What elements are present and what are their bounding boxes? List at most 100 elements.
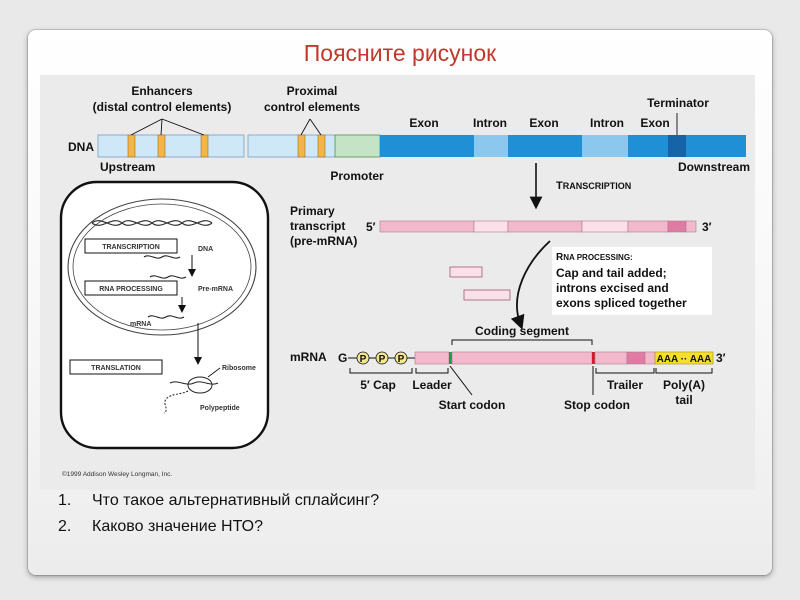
question-number: 2.	[58, 518, 72, 535]
enhancers-sublabel: (distal control elements)	[93, 100, 232, 114]
mrna-trailer-a	[594, 351, 628, 365]
exon-label-1: Exon	[409, 116, 438, 130]
processing-line-2: introns excised and	[556, 281, 669, 295]
transcription-label-rest: RANSCRIPTION	[563, 181, 632, 191]
gene-expression-figure: Enhancers (distal control elements) Prox…	[40, 75, 755, 490]
mrna-lower-brackets	[349, 365, 713, 396]
phosphate-2	[375, 351, 389, 365]
proximal-label: Proximal	[287, 84, 338, 98]
mrna-stop-codon	[592, 352, 595, 364]
enhancer-3	[200, 134, 209, 158]
downstream-label: Downstream	[678, 160, 750, 174]
questions-list: 1. Что такое альтернативный сплайсинг? 2.…	[58, 488, 379, 540]
leader-bracket	[415, 368, 449, 374]
question-item: 1. Что такое альтернативный сплайсинг?	[58, 488, 379, 514]
phosphate-label-1: P	[360, 354, 367, 365]
polya-label-2: tail	[675, 393, 692, 407]
slide-title: Поясните рисунок	[303, 40, 497, 66]
enhancer-2	[157, 134, 166, 158]
phosphate-3	[394, 351, 408, 365]
mrna-g: G	[338, 351, 347, 365]
question-text: Каково значение НТО?	[92, 518, 263, 535]
mrna-strand: AAA ·· AAA	[414, 351, 714, 365]
question-item: 2. Каково значение НТО?	[58, 514, 379, 540]
mrna-leader	[414, 351, 450, 365]
intron-label-2: Intron	[590, 116, 624, 130]
polya-label-1: Poly(A)	[663, 378, 705, 392]
excised-intron-2	[463, 289, 511, 301]
cell-rna-wave-3	[147, 315, 185, 319]
enhancers-pointer	[130, 118, 205, 136]
primary-label-1: Primary	[290, 204, 335, 218]
proximal-element-2	[317, 134, 326, 158]
dna-strand	[97, 134, 746, 158]
processing-line-1: Cap and tail added;	[556, 266, 667, 280]
downstream-segment	[686, 135, 746, 157]
upstream-label: Upstream	[100, 160, 155, 174]
pre-mrna-tail	[685, 220, 697, 233]
start-codon-pointer	[449, 365, 473, 396]
exon-label-3: Exon	[640, 116, 669, 130]
slide: Поясните рисунок	[28, 30, 772, 575]
cell-translation-label: TRANSLATION	[91, 365, 141, 372]
question-text: Что такое альтернативный сплайсинг?	[92, 492, 380, 509]
phosphate-1	[356, 351, 370, 365]
question-number: 1.	[58, 492, 72, 509]
terminator-segment	[668, 135, 686, 157]
trailer-label: Trailer	[607, 378, 643, 392]
rna-processing-step-box	[84, 280, 178, 296]
stop-codon-label: Stop codon	[564, 398, 630, 412]
transcription-label-initial: T	[556, 180, 563, 192]
cap-label: 5′ Cap	[360, 378, 396, 392]
intron-1	[474, 135, 508, 157]
primary-label-2: transcript	[290, 219, 345, 233]
cell-rna-wave-2	[149, 275, 187, 279]
terminator-label: Terminator	[647, 96, 709, 110]
nucleus-membrane-outer	[67, 198, 257, 336]
start-codon-label: Start codon	[439, 398, 506, 412]
mrna-label: mRNA	[290, 350, 327, 364]
exon-1	[380, 135, 474, 157]
poly-a-text: AAA ·· AAA	[657, 354, 712, 365]
pre-mrna-exon-3	[627, 220, 669, 233]
proximal-pointer	[300, 118, 322, 136]
exon-label-2: Exon	[529, 116, 558, 130]
leader-label: Leader	[412, 378, 452, 392]
intron-2	[582, 135, 628, 157]
trailer-bracket	[595, 368, 655, 374]
phosphate-label-2: P	[379, 354, 386, 365]
cell-inset: TRANSCRIPTION DNA RNA PROCESSING Pre-mRN…	[59, 180, 270, 450]
dna-helix-strand-b	[91, 220, 213, 226]
exon-3	[628, 135, 668, 157]
cell-mrna-label: mRNA	[130, 321, 151, 328]
ribosome-pointer	[207, 367, 221, 378]
processing-arrow	[510, 240, 551, 330]
polypeptide-chain	[163, 390, 189, 414]
pre-mrna-terminator	[667, 220, 687, 233]
processing-box	[552, 247, 712, 315]
cap-bracket	[349, 368, 413, 374]
pre-mrna-intron-1	[473, 220, 509, 233]
cell-dna-label: DNA	[198, 246, 213, 253]
excised-intron-1	[449, 266, 483, 278]
cell-polypeptide-label: Polypeptide	[200, 405, 240, 412]
polya-bracket	[655, 368, 713, 374]
cell-rna-wave-1	[143, 255, 181, 259]
primary-label-3: (pre-mRNA)	[290, 234, 357, 248]
transcription-step-box	[84, 238, 178, 254]
coding-bracket	[451, 339, 593, 345]
primary-3prime: 3′	[702, 220, 712, 234]
phosphate-label-3: P	[398, 354, 405, 365]
coding-segment-label: Coding segment	[475, 324, 569, 338]
intron-label-1: Intron	[473, 116, 507, 130]
exon-2	[508, 135, 582, 157]
translation-step-box	[69, 359, 163, 375]
cell-transcription-label: TRANSCRIPTION	[102, 244, 160, 251]
nucleus-membrane-inner	[72, 203, 252, 331]
cell-rna-processing-label: RNA PROCESSING	[99, 286, 163, 293]
primary-5prime: 5′	[366, 220, 376, 234]
mrna-trailer-b	[626, 351, 646, 365]
enhancer-1	[127, 134, 136, 158]
pre-mrna-exon-2	[507, 220, 583, 233]
copyright-text: ©1999 Addison Wesley Longman, Inc.	[62, 470, 172, 478]
